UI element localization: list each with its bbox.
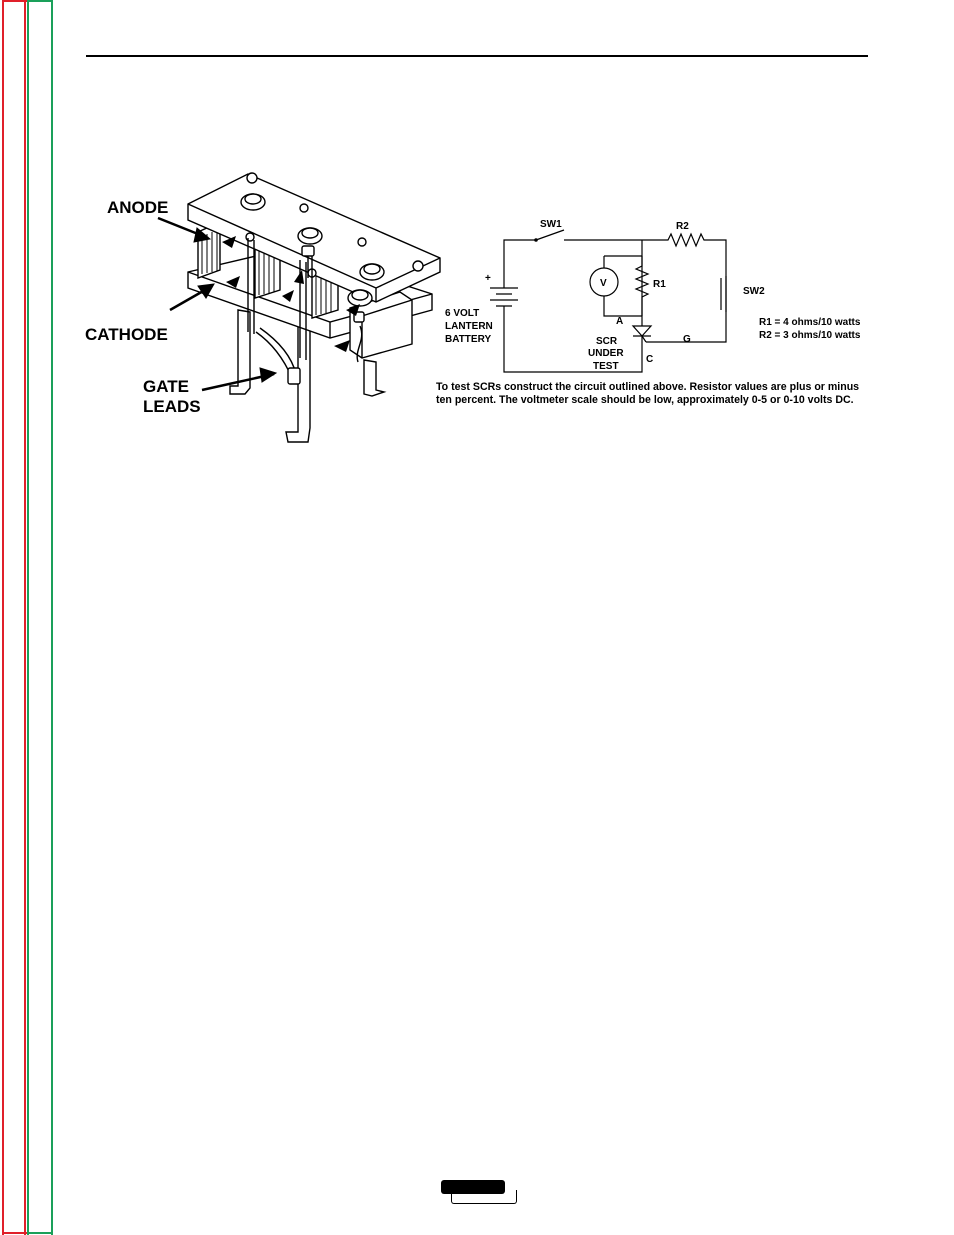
nav-cap-top-red (2, 0, 27, 2)
battery-label-line2: LANTERN (445, 321, 493, 332)
nav-cap-bottom-red (2, 1232, 27, 1234)
scr-label-line2: UNDER (588, 348, 624, 359)
scr-label-line3: TEST (593, 361, 619, 372)
nav-border-red (2, 0, 4, 1235)
header-rule (86, 55, 868, 57)
cathode-label: CATHODE (85, 325, 168, 344)
figure-caption: To test SCRs construct the circuit outli… (436, 381, 876, 407)
nav-border-green (27, 0, 29, 1235)
gate-leads-label-line2: LEADS (143, 397, 201, 416)
r1-value-label: R1 = 4 ohms/10 watts (759, 317, 861, 328)
scr-label-line1: SCR (596, 336, 618, 347)
nav-border-green-inner (51, 0, 53, 1235)
r2-label: R2 (676, 221, 689, 232)
r1-label: R1 (653, 279, 666, 290)
anode-node-label: A (616, 316, 623, 327)
cathode-node-label: C (646, 354, 653, 365)
battery-label-line1: 6 VOLT (445, 308, 479, 319)
page-tab[interactable] (441, 1180, 505, 1194)
nav-cap-top-green (27, 0, 53, 2)
voltmeter-label: V (600, 278, 607, 289)
nav-border-red-inner (24, 0, 26, 1235)
battery-label-line3: BATTERY (445, 334, 491, 345)
gate-leads-label-line1: GATE (143, 377, 189, 396)
battery-plus-label: + (485, 273, 491, 284)
scr-heatsink-illustration (188, 173, 440, 442)
r2-value-label: R2 = 3 ohms/10 watts (759, 330, 861, 341)
gate-node-label: G (683, 334, 691, 345)
nav-cap-bottom-green (27, 1232, 53, 1234)
sw1-label: SW1 (540, 219, 562, 230)
anode-label: ANODE (107, 198, 168, 217)
sw2-label: SW2 (743, 286, 765, 297)
